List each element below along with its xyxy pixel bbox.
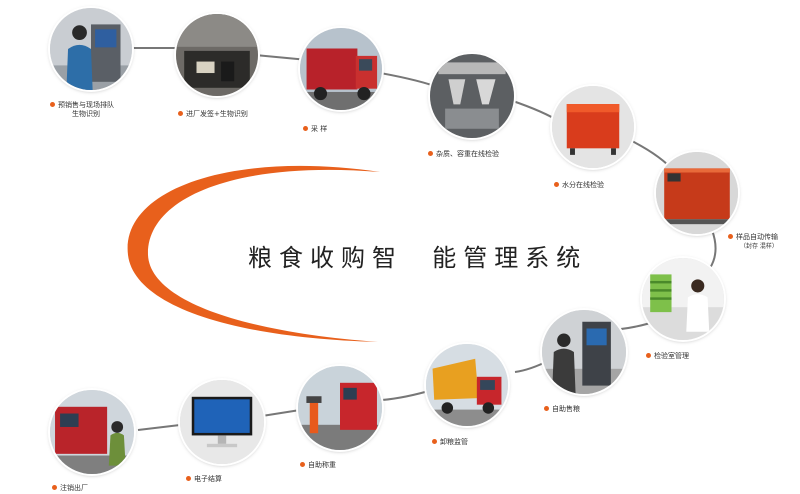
step-label: 水分在线检验 — [554, 181, 604, 190]
connector-2-3 — [254, 54, 309, 61]
system-title: 粮食收购智 能管理系统 — [248, 244, 588, 272]
bullet-dot — [300, 462, 305, 467]
step-label: 自助称重 — [300, 461, 336, 470]
photo-self-service-kiosk — [542, 310, 626, 394]
bullet-dot — [432, 439, 437, 444]
step-label: 检验室管理 — [646, 352, 689, 361]
photo-moisture-analyzer — [552, 86, 634, 168]
bullet-dot — [303, 126, 308, 131]
photo-sample-transport — [656, 152, 738, 234]
step-label: 进厂发签+生物识别 — [178, 110, 248, 119]
connector-6-7 — [709, 229, 717, 269]
step-label: 卸粮监管 — [432, 438, 468, 447]
bullet-dot — [52, 485, 57, 490]
step-label: 电子结算 — [186, 475, 222, 484]
photo-unloading-truck — [426, 344, 508, 426]
photo-weighbridge — [298, 366, 382, 450]
photo-exit-gate — [50, 390, 134, 474]
step-label: 预销售与现场排队 生物识别 — [50, 101, 114, 119]
bullet-dot — [50, 102, 55, 107]
connector-9-10 — [381, 389, 433, 401]
bullet-dot — [646, 353, 651, 358]
step-label: 注销出厂 — [52, 484, 88, 493]
bullet-dot — [554, 182, 559, 187]
step-label: 杂质、容重在线检验 — [428, 150, 499, 159]
photo-entry-terminal — [176, 14, 258, 96]
photo-lab — [642, 258, 724, 340]
bullet-dot — [178, 111, 183, 116]
photo-sampling-truck — [300, 28, 382, 110]
bullet-dot — [728, 234, 733, 239]
photo-electronic-settlement — [180, 380, 264, 464]
bullet-dot — [428, 151, 433, 156]
connector-11-12 — [137, 424, 181, 431]
bullet-dot — [544, 406, 549, 411]
connector-10-11 — [261, 409, 301, 417]
photo-impurity-equipment — [430, 54, 514, 138]
photo-presale-kiosk — [50, 8, 132, 90]
step-label: 自助售粮 — [544, 405, 580, 414]
bullet-dot — [186, 476, 191, 481]
step-label: 样品自动传输 （封存 混样） — [728, 233, 778, 251]
step-label: 采 样 — [303, 125, 327, 134]
